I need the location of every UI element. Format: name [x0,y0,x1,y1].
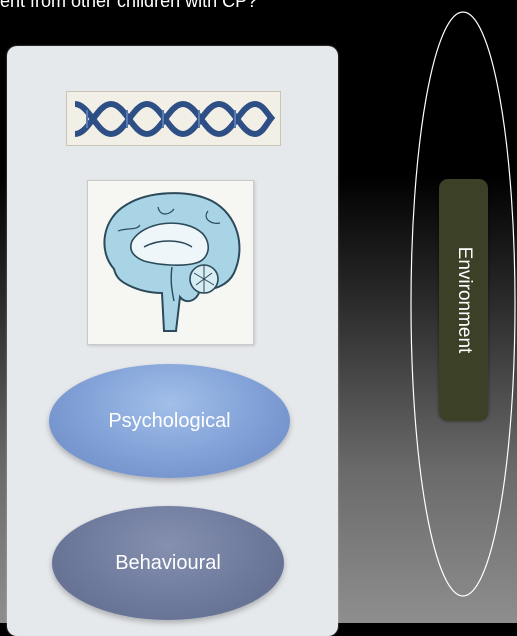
environment-box: Environment [439,179,488,421]
slide-title: ent from other children with CP? [0,0,258,11]
behavioural-node: Behavioural [52,506,284,620]
psychological-node: Psychological [49,364,290,478]
environment-label: Environment [453,246,475,354]
brain-icon [87,180,254,345]
psychological-label: Psychological [108,409,231,432]
dna-helix-icon [66,91,281,146]
behavioural-label: Behavioural [115,551,221,574]
factors-panel: Psychological Behavioural [7,46,338,636]
